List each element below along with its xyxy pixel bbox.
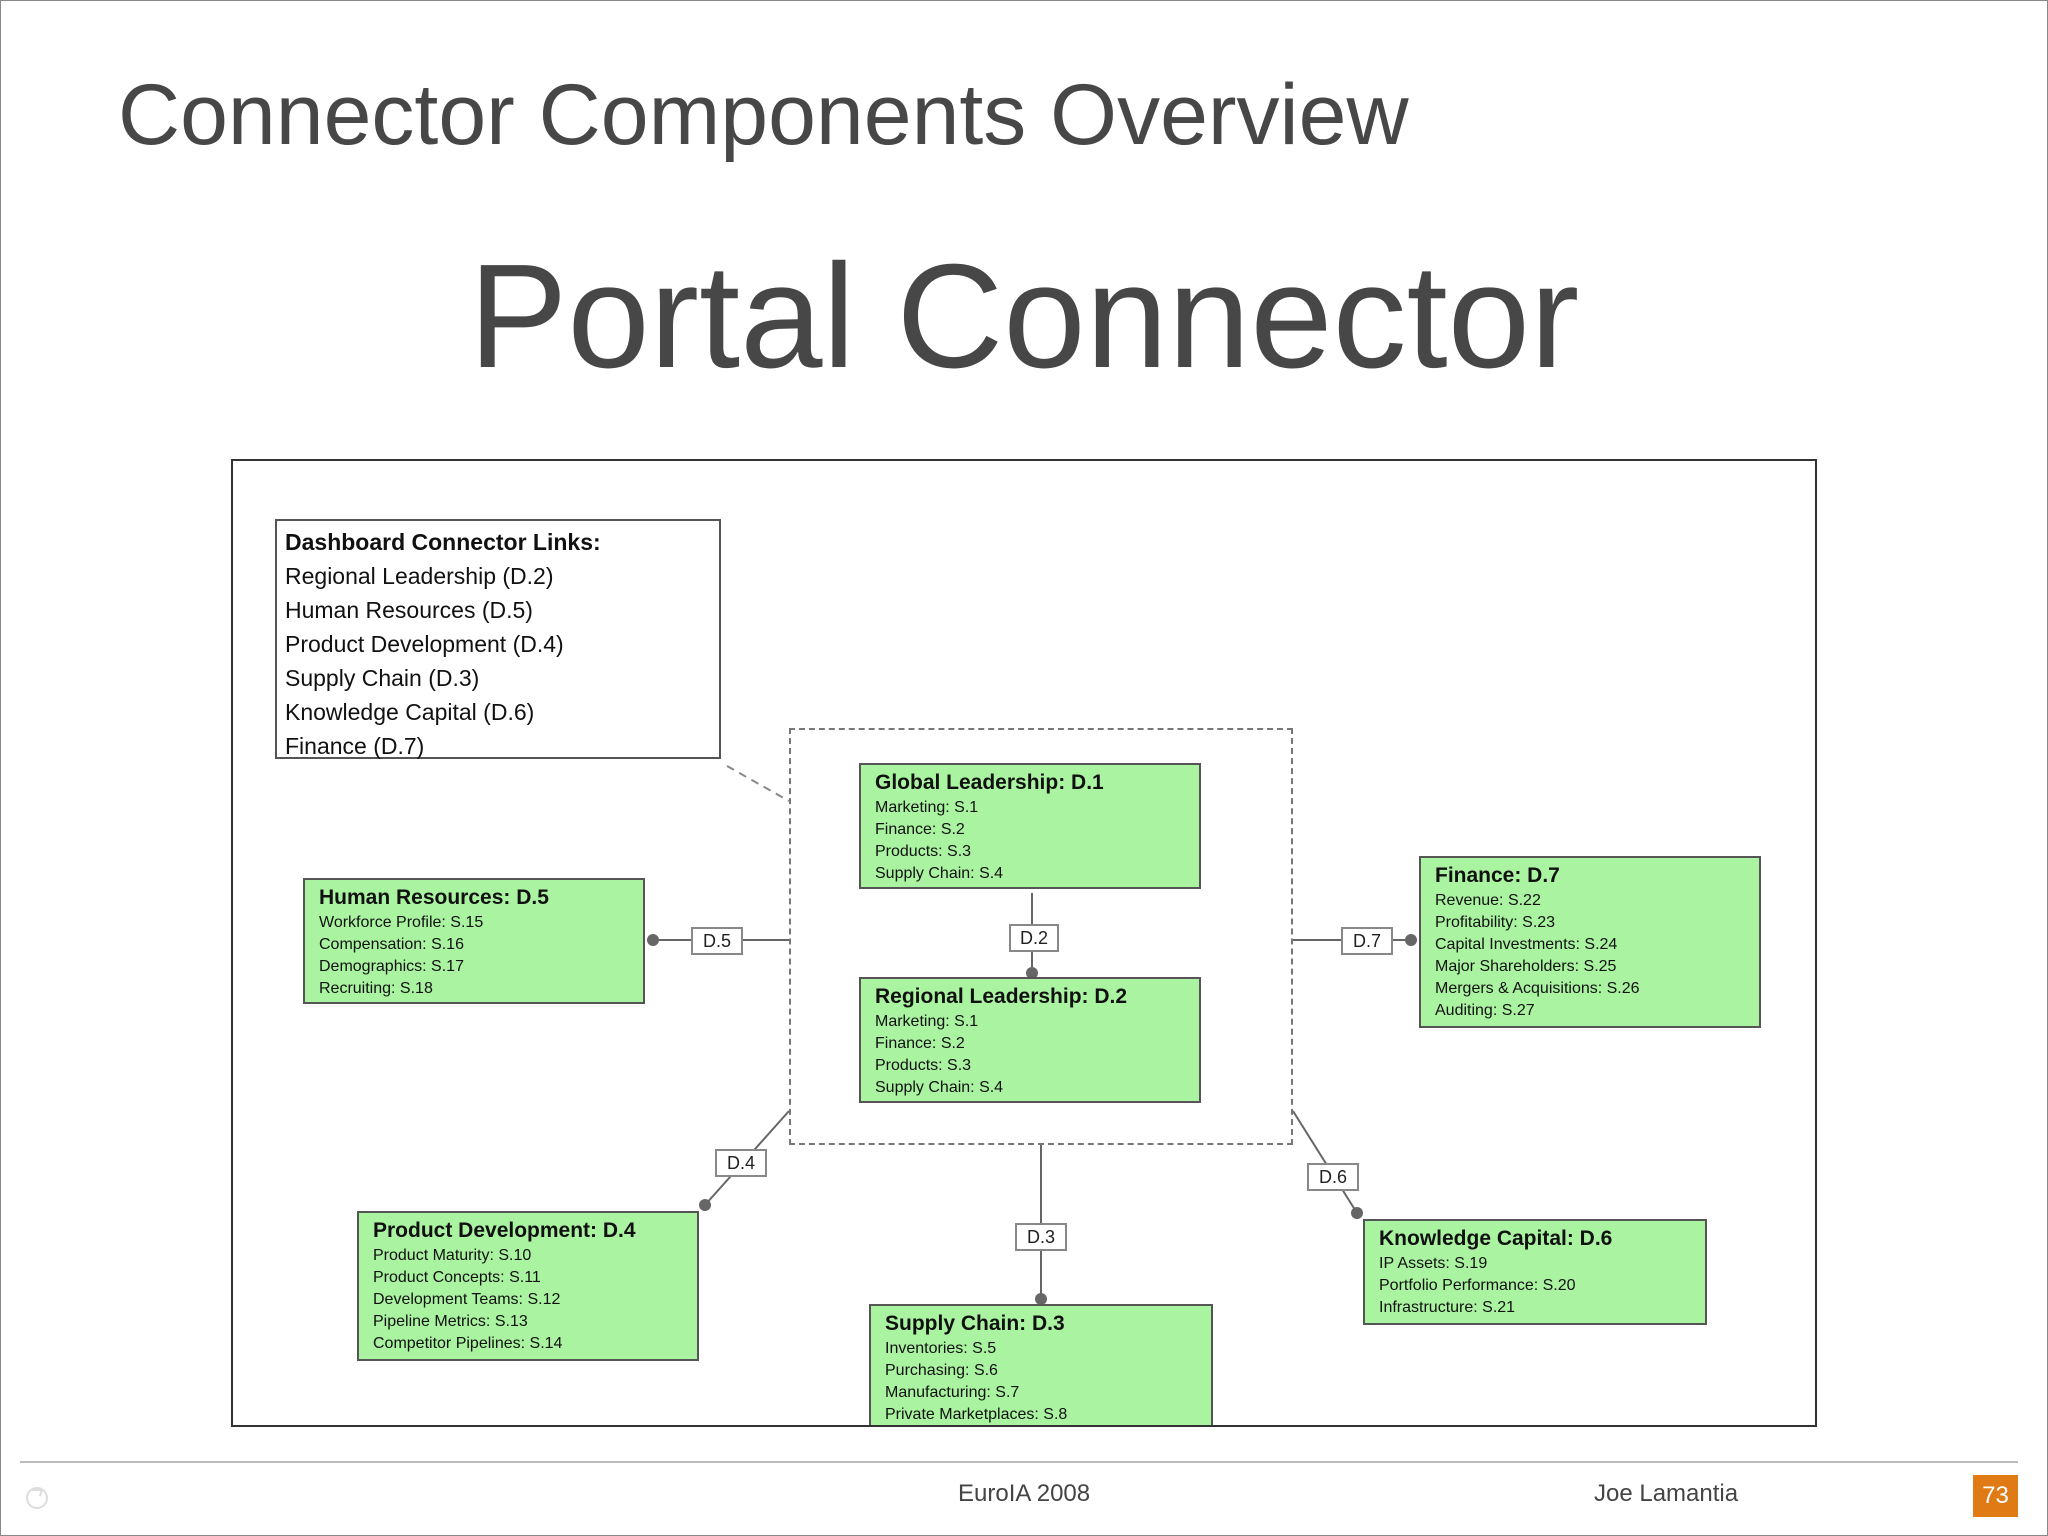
footer-author: Joe Lamantia bbox=[1594, 1480, 1739, 1507]
node-finance: Finance: D.7 Revenue: S.22 Profitability… bbox=[1419, 856, 1761, 1028]
tag-d5: D.5 bbox=[691, 927, 743, 955]
connector-diagram: Dashboard Connector Links: Regional Lead… bbox=[231, 459, 1817, 1427]
node-item: Marketing: S.1 bbox=[875, 799, 979, 816]
node-global-leadership: Global Leadership: D.1 Marketing: S.1 Fi… bbox=[859, 763, 1201, 889]
node-item: Competitor Pipelines: S.14 bbox=[373, 1335, 563, 1352]
node-item: Finance: S.2 bbox=[875, 821, 965, 838]
node-human-resources: Human Resources: D.5 Workforce Profile: … bbox=[303, 878, 645, 1004]
node-item: Inventories: S.5 bbox=[885, 1340, 997, 1357]
node-item: Manufacturing: S.7 bbox=[885, 1384, 1020, 1401]
node-title: Knowledge Capital: D.6 bbox=[1379, 1227, 1613, 1250]
node-item: Revenue: S.22 bbox=[1435, 892, 1541, 909]
node-item: Capital Investments: S.24 bbox=[1435, 936, 1618, 953]
node-item: Pipeline Metrics: S.13 bbox=[373, 1313, 528, 1330]
node-title: Human Resources: D.5 bbox=[319, 886, 549, 909]
node-item: Portfolio Performance: S.20 bbox=[1379, 1277, 1576, 1294]
node-item: Products: S.3 bbox=[875, 843, 972, 860]
node-knowledge-capital: Knowledge Capital: D.6 IP Assets: S.19 P… bbox=[1363, 1219, 1707, 1325]
node-item: Purchasing: S.6 bbox=[885, 1362, 998, 1379]
node-item: Marketing: S.1 bbox=[875, 1013, 979, 1030]
node-title: Finance: D.7 bbox=[1435, 864, 1560, 887]
section-title: Connector Components Overview bbox=[118, 67, 1409, 163]
presentation-logo-icon bbox=[22, 1482, 52, 1512]
main-title: Portal Connector bbox=[468, 234, 1580, 399]
legend-connector bbox=[726, 765, 790, 802]
legend-item: Human Resources (D.5) bbox=[285, 597, 533, 623]
tag-d6: D.6 bbox=[1307, 1163, 1359, 1191]
node-item: Demographics: S.17 bbox=[319, 958, 464, 975]
node-item: Supply Chain: S.4 bbox=[875, 865, 1004, 882]
link-d6-dot bbox=[1351, 1207, 1363, 1219]
legend-item: Finance (D.7) bbox=[285, 733, 425, 759]
node-item: Supply Chain: S.4 bbox=[875, 1079, 1004, 1096]
node-item: Product Maturity: S.10 bbox=[373, 1247, 532, 1264]
node-title: Product Development: D.4 bbox=[373, 1219, 636, 1242]
node-item: Mergers & Acquisitions: S.26 bbox=[1435, 980, 1640, 997]
node-item: Compensation: S.16 bbox=[319, 936, 464, 953]
node-item: IP Assets: S.19 bbox=[1379, 1255, 1488, 1272]
link-d3-dot bbox=[1035, 1293, 1047, 1305]
tag-d3: D.3 bbox=[1015, 1223, 1067, 1251]
node-item: Infrastructure: S.21 bbox=[1379, 1299, 1516, 1316]
node-title: Supply Chain: D.3 bbox=[885, 1312, 1065, 1335]
tag-d4: D.4 bbox=[715, 1149, 767, 1177]
connector-links-legend: Dashboard Connector Links: Regional Lead… bbox=[275, 519, 721, 759]
legend-item: Product Development (D.4) bbox=[285, 631, 564, 657]
footer-rule bbox=[20, 1461, 2018, 1463]
link-d7-dot bbox=[1405, 934, 1417, 946]
node-item: Auditing: S.27 bbox=[1435, 1002, 1535, 1019]
legend-title: Dashboard Connector Links: bbox=[285, 529, 601, 555]
node-item: Major Shareholders: S.25 bbox=[1435, 958, 1617, 975]
page-number-badge: 73 bbox=[1973, 1475, 2018, 1517]
node-title: Global Leadership: D.1 bbox=[875, 771, 1104, 794]
node-item: Products: S.3 bbox=[875, 1057, 972, 1074]
link-d4-dot bbox=[699, 1199, 711, 1211]
leadership-group bbox=[789, 728, 1293, 1145]
node-item: Product Concepts: S.11 bbox=[373, 1269, 541, 1286]
node-product-development: Product Development: D.4 Product Maturit… bbox=[357, 1211, 699, 1361]
link-d5-dot bbox=[647, 934, 659, 946]
node-item: Development Teams: S.12 bbox=[373, 1291, 561, 1308]
node-supply-chain: Supply Chain: D.3 Inventories: S.5 Purch… bbox=[869, 1304, 1213, 1425]
node-item: Profitability: S.23 bbox=[1435, 914, 1556, 931]
link-d6 bbox=[1292, 1110, 1358, 1214]
legend-item: Supply Chain (D.3) bbox=[285, 665, 480, 691]
footer-event: EuroIA 2008 bbox=[958, 1480, 1091, 1507]
legend-item: Knowledge Capital (D.6) bbox=[285, 699, 535, 725]
link-d2-dot bbox=[1026, 967, 1038, 979]
node-regional-leadership: Regional Leadership: D.2 Marketing: S.1 … bbox=[859, 977, 1201, 1103]
legend-item: Regional Leadership (D.2) bbox=[285, 563, 554, 589]
node-title: Regional Leadership: D.2 bbox=[875, 985, 1128, 1008]
node-item: Workforce Profile: S.15 bbox=[319, 914, 484, 931]
node-item: Private Marketplaces: S.8 bbox=[885, 1406, 1068, 1423]
tag-d2: D.2 bbox=[1009, 924, 1059, 952]
tag-d7: D.7 bbox=[1341, 927, 1393, 955]
node-item: Finance: S.2 bbox=[875, 1035, 965, 1052]
node-item: Recruiting: S.18 bbox=[319, 980, 433, 997]
